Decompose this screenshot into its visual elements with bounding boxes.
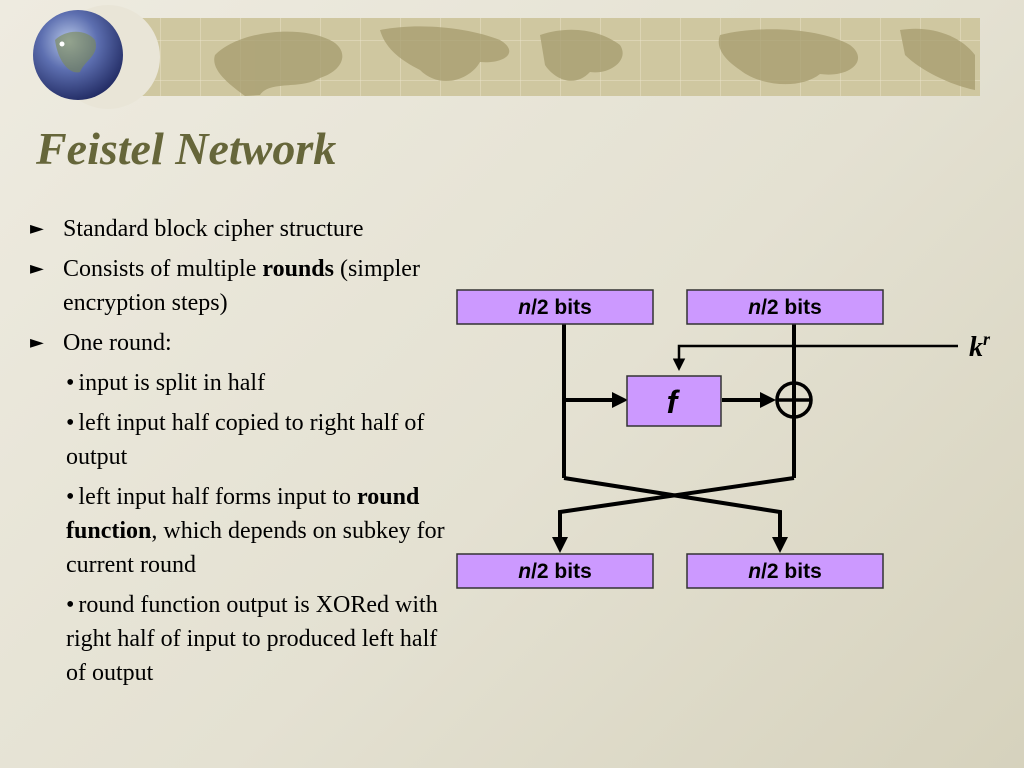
svg-text:n/2 bits: n/2 bits: [518, 296, 592, 319]
sub-bullet-item: •left input half forms input to round fu…: [66, 480, 450, 582]
box-text-label: /2 bits: [531, 560, 592, 583]
dot-icon: •: [66, 370, 75, 396]
dot-icon: •: [66, 484, 75, 510]
box-var-label: n: [518, 560, 531, 583]
header-banner: [33, 5, 980, 109]
svg-text:n/2 bits: n/2 bits: [518, 560, 592, 583]
svg-text:n/2 bits: n/2 bits: [748, 560, 822, 583]
world-map-shapes: [214, 26, 975, 96]
sub-bullet-item: •input is split in half: [66, 366, 450, 400]
subkey-superscript: r: [983, 329, 991, 349]
input-left-box: n/2 bits: [456, 289, 654, 325]
right-pointer-icon: ►: [30, 218, 44, 239]
sub-bullet-text: input is split in half: [78, 370, 266, 396]
dot-icon: •: [66, 410, 75, 436]
bullet-text: Consists of multiple: [63, 256, 263, 282]
box-text-label: /2 bits: [531, 296, 592, 319]
box-var-label: n: [748, 560, 761, 583]
sub-bullet-text: , which depends on subkey for current ro…: [66, 518, 445, 578]
right-pointer-icon: ►: [30, 258, 44, 279]
bullet-text: (simpler encryption steps): [63, 256, 420, 316]
bullet-text: Standard block cipher structure: [63, 216, 364, 242]
box-var-label: n: [748, 296, 761, 319]
bullet-item: ► One round:: [30, 326, 450, 360]
bullet-bold-text: rounds: [262, 256, 334, 282]
output-left-box: n/2 bits: [456, 553, 654, 589]
box-text-label: /2 bits: [761, 296, 822, 319]
sub-bullet-item: •round function output is XORed with rig…: [66, 588, 450, 690]
function-label: f: [667, 384, 681, 420]
input-right-box: n/2 bits: [686, 289, 884, 325]
round-function-box: f: [626, 375, 722, 427]
dot-icon: •: [66, 592, 75, 618]
right-pointer-icon: ►: [30, 332, 44, 353]
box-var-label: n: [518, 296, 531, 319]
wires: [552, 324, 958, 553]
box-text-label: /2 bits: [761, 560, 822, 583]
xor-icon: [775, 381, 813, 419]
sub-bullet-text: round function output is XORed with righ…: [66, 592, 438, 686]
svg-text:n/2 bits: n/2 bits: [748, 296, 822, 319]
sub-bullet-item: •left input half copied to right half of…: [66, 406, 450, 474]
subkey-base: k: [969, 332, 983, 363]
sub-bullet-bold-text: round function: [66, 484, 420, 544]
bullet-list: ► Standard block cipher structure ► Cons…: [30, 212, 450, 696]
bullet-item: ► Standard block cipher structure: [30, 212, 450, 246]
bullet-item: ► Consists of multiple rounds (simpler e…: [30, 252, 450, 320]
sub-bullet-text: left input half forms input to: [78, 484, 358, 510]
output-right-box: n/2 bits: [686, 553, 884, 589]
sub-bullet-text: left input half copied to right half of …: [66, 410, 425, 470]
slide-title: Feistel Network: [36, 123, 337, 174]
subkey-label: kr: [969, 329, 991, 363]
bullet-text: One round:: [63, 330, 172, 356]
